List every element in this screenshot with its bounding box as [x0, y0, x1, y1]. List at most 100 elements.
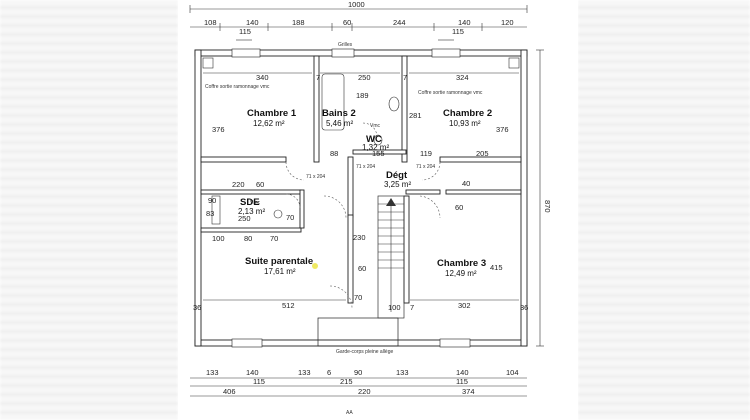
dim-label: 376: [212, 125, 225, 134]
dim-label: 100: [388, 303, 401, 312]
bottom-dim: 133: [298, 368, 311, 377]
room-area-chambre1: 12,62 m²: [253, 119, 285, 128]
top-dim: 188: [292, 18, 305, 27]
room-area-bains2: 5,46 m²: [326, 119, 353, 128]
dim-label: 415: [490, 263, 503, 272]
top-dim: 120: [501, 18, 514, 27]
top-dimensions: 1000 108 140 188 60 244 140 120 115 115 …: [189, 0, 528, 48]
small-note: 71 x 204: [356, 164, 375, 170]
dim-label: 7: [403, 73, 407, 82]
bottom-dimensions: 133 140 133 6 90 133 140 104 115 215 115…: [190, 368, 527, 416]
dim-label: 70: [270, 234, 278, 243]
dim-label: 40: [462, 179, 470, 188]
bottom-dim: 133: [396, 368, 409, 377]
bottom-dim: 140: [456, 368, 469, 377]
bottom-dim: 220: [358, 387, 371, 396]
bottom-dim: 215: [340, 377, 353, 386]
top-dim: 140: [458, 18, 471, 27]
inner-dimensions: 340 7 250 7 324 376 376 189 281 88 155 1…: [193, 72, 528, 312]
bottom-dim: 6: [327, 368, 331, 377]
dim-label: 220: [232, 180, 245, 189]
outer-walls: [194, 48, 528, 348]
top-dim: 140: [246, 18, 259, 27]
dim-label: 7: [410, 303, 414, 312]
bottom-dim: 140: [246, 368, 259, 377]
blurred-left-panel: [0, 0, 178, 420]
bottom-dim: 115: [253, 377, 265, 386]
room-area-wc: 1,32 m²: [362, 143, 389, 152]
dim-label: 36: [520, 303, 528, 312]
dim-label: 88: [330, 149, 338, 158]
room-area-degt: 3,25 m²: [384, 180, 411, 189]
notes: Coffre sortie ramonnage vmc Coffre sorti…: [205, 84, 483, 355]
vmc-note: Vmc: [370, 123, 381, 129]
room-name-degt: Dégt: [386, 170, 408, 181]
garde-corps-note: Garde-corps pleine allège: [336, 349, 393, 355]
interior-walls: [200, 55, 522, 304]
dim-label: 70: [286, 213, 294, 222]
dim-label: 90: [208, 196, 216, 205]
grilles-note: Grilles: [338, 42, 353, 48]
room-area-chambre2: 10,93 m²: [449, 119, 481, 128]
dim-label: 60: [358, 264, 366, 273]
top-dim: 60: [343, 18, 351, 27]
fixtures: Vmc Vmc: [211, 73, 400, 225]
dim-label: 376: [496, 125, 509, 134]
dim-label: 100: [212, 234, 225, 243]
dim-label: 36: [193, 303, 201, 312]
door-arcs: [285, 122, 441, 309]
coffre-note-left: Coffre sortie ramonnage vmc: [205, 84, 270, 90]
top-dim: 115: [239, 27, 251, 36]
yellow-marker: [312, 263, 318, 269]
bottom-dim: 406: [223, 387, 236, 396]
dim-label: 281: [409, 111, 422, 120]
dim-label: 60: [256, 180, 264, 189]
room-name-chambre3: Chambre 3: [437, 258, 486, 269]
dim-label: 302: [458, 301, 471, 310]
dim-label: 250: [238, 214, 251, 223]
dim-label: 119: [420, 149, 432, 158]
staircase: [377, 195, 405, 319]
dim-label: 70: [354, 293, 362, 302]
right-dimension: 870: [536, 49, 552, 347]
room-area-chambre3: 12,49 m²: [445, 269, 477, 278]
overall-height: 870: [543, 200, 552, 213]
blurred-right-panel: [578, 0, 750, 420]
dim-label: 205: [476, 149, 489, 158]
dim-label: 155: [372, 149, 385, 158]
room-name-chambre2: Chambre 2: [443, 108, 492, 119]
small-note: 71 x 204: [416, 164, 435, 170]
dim-label: 230: [353, 233, 366, 242]
top-dim: 244: [393, 18, 406, 27]
room-name-suite: Suite parentale: [245, 256, 313, 267]
dim-label: 80: [244, 234, 252, 243]
dim-label: 60: [455, 203, 463, 212]
room-area-suite: 17,61 m²: [264, 267, 296, 276]
room-name-sde: SDE: [240, 197, 260, 208]
vmc-note: Vmc: [250, 200, 261, 206]
dim-label: 324: [456, 73, 469, 82]
dim-label: 83: [206, 209, 214, 218]
dim-label: 7: [316, 73, 320, 82]
top-dim: 108: [204, 18, 217, 27]
dim-label: 189: [356, 91, 369, 100]
dim-label: 340: [256, 73, 269, 82]
bottom-dim: 104: [506, 368, 519, 377]
dim-label: 250: [358, 73, 371, 82]
bottom-dim: 115: [456, 377, 468, 386]
section-mark: AA: [346, 410, 353, 416]
bottom-dim: 90: [354, 368, 362, 377]
top-dim: 115: [452, 27, 464, 36]
dim-label: 512: [282, 301, 295, 310]
bottom-dim: 374: [462, 387, 475, 396]
room-name-wc: WC: [366, 134, 382, 145]
small-note: 71 x 204: [306, 174, 325, 180]
overall-width: 1000: [348, 0, 365, 9]
bottom-dim: 133: [206, 368, 219, 377]
coffre-note-right: Coffre sortie ramonnage vmc: [418, 90, 483, 96]
room-labels: Chambre 1 12,62 m² Bains 2 5,46 m² WC 1,…: [238, 108, 492, 278]
room-area-sde: 2,13 m²: [238, 207, 265, 216]
room-name-chambre1: Chambre 1: [247, 108, 297, 119]
room-name-bains2: Bains 2: [322, 108, 356, 119]
